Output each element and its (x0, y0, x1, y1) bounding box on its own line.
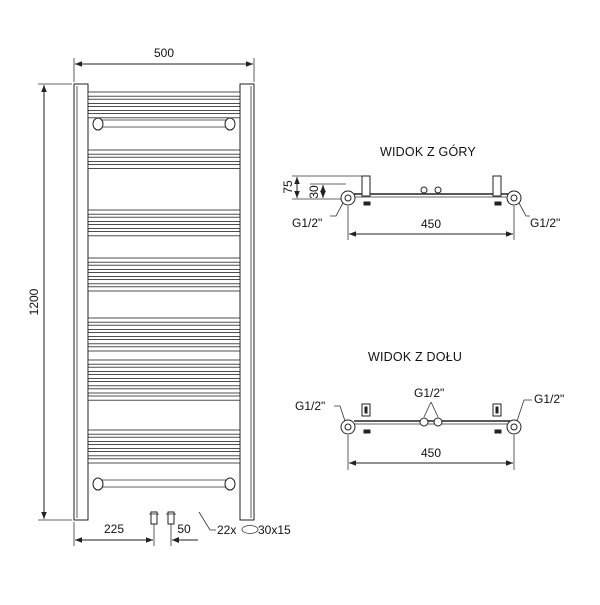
bottom-left-thread-label: G1/2" (295, 399, 325, 413)
bottom-view-title: WIDOK Z DOŁU (368, 350, 462, 364)
height-dimension: 1200 (27, 83, 72, 521)
depth-inner-label: 30 (307, 185, 321, 199)
radiator-bar (87, 388, 241, 394)
radiator-bar (87, 279, 241, 285)
bar-section-label: 30x15 (258, 523, 291, 537)
radiator-bar (87, 429, 241, 435)
radiator-bar (87, 106, 241, 112)
mounting-bracket-bottom (92, 477, 236, 491)
bottom-right-thread-label: G1/2" (534, 392, 564, 406)
top-view: WIDOK Z GÓRY 75 30 450 G1/2" G1/2" (281, 144, 560, 240)
radiator-bar (87, 346, 241, 352)
width-dimension: 500 (73, 46, 255, 82)
top-right-thread-label: G1/2" (530, 216, 560, 230)
radiator-bar (87, 91, 241, 97)
radiator-bars (87, 91, 241, 464)
radiator-bar (87, 359, 241, 365)
radiator-bar (87, 366, 241, 372)
radiator-bar (87, 339, 241, 345)
height-label: 1200 (27, 288, 41, 315)
radiator-bar (87, 156, 241, 162)
radiator-bar (87, 223, 241, 229)
radiator-bar (87, 443, 241, 449)
radiator-bar (87, 458, 241, 464)
radiator-bar (87, 324, 241, 330)
radiator-bar (87, 216, 241, 222)
bottom-spacing-label: 450 (421, 446, 441, 460)
radiator-bar (87, 149, 241, 155)
radiator-bar (87, 264, 241, 270)
bottom-center-thread-label: G1/2" (414, 386, 444, 400)
bars-note: 22x 30x15 (198, 511, 291, 537)
radiator-bar (87, 231, 241, 237)
radiator-bar (87, 331, 241, 337)
radiator-bar (87, 381, 241, 387)
left-rail (73, 83, 89, 521)
bottom-view: WIDOK Z DOŁU 450 G1/2" G1/2" G1/2" (295, 350, 564, 470)
width-label: 500 (154, 46, 174, 60)
radiator-bar (87, 98, 241, 104)
top-spacing-label: 450 (421, 217, 441, 231)
radiator-bar (87, 317, 241, 323)
radiator-bar (87, 436, 241, 442)
top-view-title: WIDOK Z GÓRY (380, 144, 476, 159)
mounting-bracket-top (92, 117, 236, 131)
radiator-bar (87, 395, 241, 401)
radiator-bar (87, 373, 241, 379)
top-left-thread-label: G1/2" (292, 216, 322, 230)
right-rail (239, 83, 255, 521)
bottom-dimensions: 225 50 (73, 522, 198, 546)
depth-outer-label: 75 (281, 180, 295, 194)
radiator-bar (87, 113, 241, 119)
bottom-connection-pipes (149, 511, 176, 525)
radiator-bar (87, 271, 241, 277)
radiator-bar (87, 257, 241, 263)
offset-label: 225 (104, 522, 124, 536)
radiator-bar (87, 209, 241, 215)
radiator-bar (87, 163, 241, 169)
bars-count-label: 22x (217, 523, 236, 537)
radiator-front-view (73, 83, 255, 525)
radiator-bar (87, 286, 241, 292)
pipe-spacing-label: 50 (177, 522, 191, 536)
bar-section-icon (241, 525, 259, 534)
radiator-bar (87, 451, 241, 457)
